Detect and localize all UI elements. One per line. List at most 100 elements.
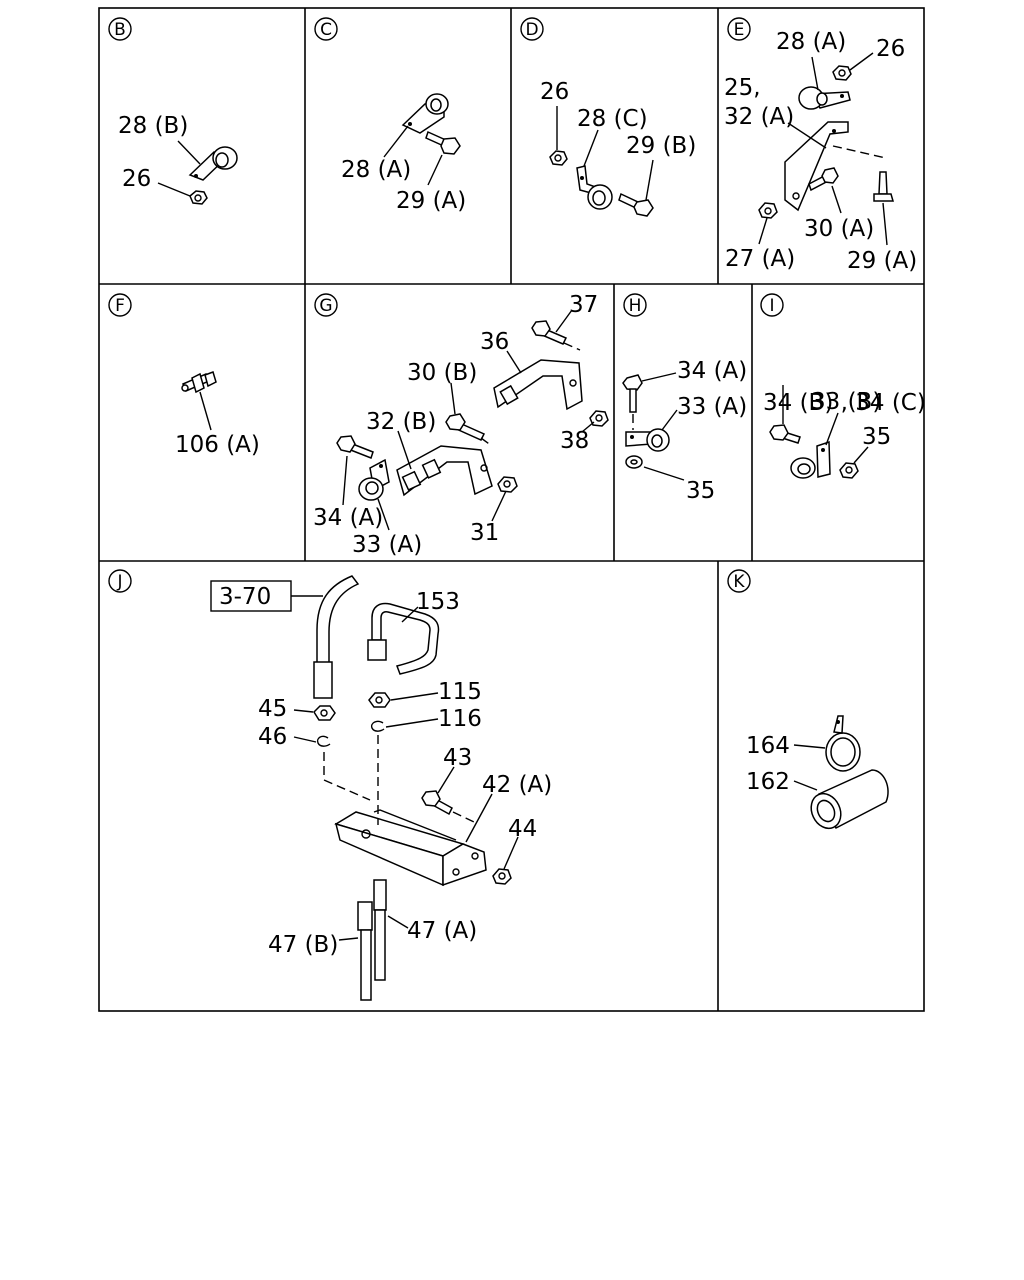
label-28c: 28 (C) <box>577 106 648 132</box>
panel-g: G <box>313 292 609 558</box>
bolt-34bc <box>769 424 801 444</box>
bolt-34a <box>336 435 374 459</box>
panel-d-letter: D <box>525 20 538 40</box>
label-45: 45 <box>258 696 287 722</box>
label-116: 116 <box>438 706 482 732</box>
label-38: 38 <box>560 428 589 454</box>
panel-i-letter: I <box>769 296 774 316</box>
label-46: 46 <box>258 724 287 750</box>
bolt-29a <box>425 130 461 155</box>
fitting-47a <box>373 879 387 981</box>
clip-33a <box>358 458 390 501</box>
label-44: 44 <box>508 816 537 842</box>
label-153: 153 <box>416 589 460 615</box>
label-43: 43 <box>443 745 472 771</box>
label-25: 25, <box>724 75 761 101</box>
label-34bc: 34 (B) , 34 (C) <box>763 390 926 416</box>
label-26-d: 26 <box>540 79 569 105</box>
reference-box-3-70: 3-70 <box>210 580 323 612</box>
bracket-42a <box>334 809 487 887</box>
panel-e-letter: E <box>734 20 745 40</box>
ref-box-label: 3-70 <box>219 584 271 610</box>
panel-f: F 106 (A) <box>108 293 260 458</box>
label-29b: 29 (B) <box>626 133 696 159</box>
label-34a-h: 34 (A) <box>677 358 747 384</box>
label-35-i: 35 <box>862 424 891 450</box>
bolt-37 <box>531 320 568 345</box>
panel-j-letter: J <box>116 572 122 592</box>
panel-h: H 34 (A) 33 (A) 35 <box>622 293 747 504</box>
nut-115 <box>368 692 391 708</box>
panel-k: K 164 162 <box>727 569 889 830</box>
hose-162 <box>810 769 889 830</box>
washer-35 <box>625 455 643 469</box>
label-28a-e: 28 (A) <box>776 29 846 55</box>
panel-grid <box>98 7 925 1012</box>
nut-35-i <box>839 462 859 479</box>
pipe-153 <box>367 602 440 675</box>
clip-28b <box>188 146 238 181</box>
connector-106a <box>181 371 217 394</box>
panel-g-letter: G <box>319 296 332 316</box>
fitting-47b <box>357 901 373 1001</box>
bolt-43 <box>421 790 453 816</box>
label-27a: 27 (A) <box>725 246 795 272</box>
clip-28a <box>401 93 449 134</box>
label-106a: 106 (A) <box>175 432 260 458</box>
nut-45 <box>313 705 336 721</box>
label-29a: 29 (A) <box>396 188 466 214</box>
bolt-29b <box>618 192 654 217</box>
label-31: 31 <box>470 520 499 546</box>
panel-j: J 3-70 <box>108 569 552 1001</box>
panel-c-letter: C <box>320 20 332 40</box>
label-29a-e: 29 (A) <box>847 248 917 274</box>
clip-116 <box>370 720 385 732</box>
label-33a-h: 33 (A) <box>677 394 747 420</box>
clip-28c <box>576 165 613 210</box>
panel-i: I 34 (B) , 34 (C) 33 (B) 35 <box>760 293 926 479</box>
nut-26-e <box>832 65 852 81</box>
label-47b: 47 (B) <box>268 932 338 958</box>
bracket-32a <box>784 121 849 212</box>
label-47a: 47 (A) <box>407 918 477 944</box>
clip-33a-h <box>625 428 670 452</box>
bolt-30b <box>445 413 486 441</box>
label-26-e: 26 <box>876 36 905 62</box>
bracket-36 <box>493 359 583 411</box>
clip-28a-e <box>798 86 851 110</box>
nut-27a <box>758 202 778 219</box>
label-30a: 30 (A) <box>804 216 874 242</box>
label-36: 36 <box>480 329 509 355</box>
label-26: 26 <box>122 166 151 192</box>
nut-38 <box>589 410 609 427</box>
label-115: 115 <box>438 679 482 705</box>
label-35-h: 35 <box>686 478 715 504</box>
panel-c: C 28 (A) 29 (A) <box>314 17 466 214</box>
bolt-29a-e <box>873 171 894 202</box>
label-162: 162 <box>746 769 790 795</box>
label-34a-g: 34 (A) <box>313 505 383 531</box>
panel-f-letter: F <box>115 296 125 316</box>
label-32b: 32 (B) <box>366 409 436 435</box>
label-28a: 28 (A) <box>341 157 411 183</box>
bolt-34a-h <box>622 374 643 413</box>
label-33b: 33 (B) <box>811 389 881 415</box>
clip-46 <box>316 735 331 747</box>
nut-26-d <box>549 150 568 166</box>
label-32a: 32 (A) <box>724 104 794 130</box>
panel-h-letter: H <box>629 296 642 316</box>
nut-44 <box>492 868 512 885</box>
panel-b: B 28 (B) 26 <box>108 17 238 205</box>
label-42a: 42 (A) <box>482 772 552 798</box>
label-28b: 28 (B) <box>118 113 188 139</box>
panel-e: E <box>724 17 917 274</box>
label-30b: 30 (B) <box>407 360 477 386</box>
clip-33b <box>790 440 831 479</box>
label-37: 37 <box>569 292 598 318</box>
panel-b-letter: B <box>114 20 126 40</box>
bolt-30a <box>808 167 839 192</box>
panel-d: D 26 28 (C) 29 (B) <box>520 17 696 217</box>
label-164: 164 <box>746 733 790 759</box>
bracket-32b <box>396 445 493 497</box>
nut-31 <box>497 476 518 493</box>
